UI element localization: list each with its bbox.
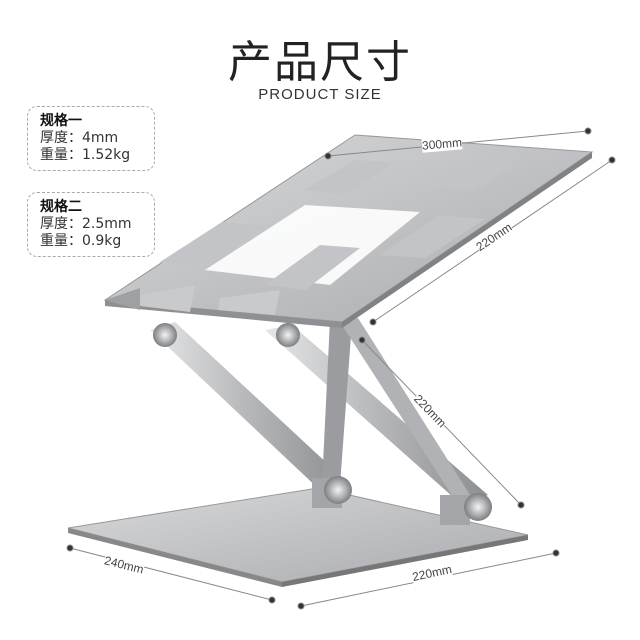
base-plate (67, 487, 529, 587)
hinge-knob-icon (324, 476, 352, 504)
hinge-knob-icon (464, 493, 492, 521)
spec-weight: 重量：1.52kg (40, 147, 131, 163)
page-subtitle: PRODUCT SIZE (258, 86, 382, 103)
spec-name: 规格二 (40, 199, 82, 215)
spec-weight: 重量：0.9kg (40, 233, 122, 249)
spec-box-1: 规格一 厚度：4mm 重量：1.52kg (27, 106, 155, 171)
spec-thickness: 厚度：2.5mm (40, 216, 132, 232)
spec-box-2: 规格二 厚度：2.5mm 重量：0.9kg (27, 192, 155, 257)
top-plate (103, 134, 594, 328)
page-title: 产品尺寸 (228, 37, 412, 88)
hinge-knob-icon (276, 323, 300, 347)
support-arms (150, 318, 492, 525)
hinge-knob-icon (153, 323, 177, 347)
spec-thickness: 厚度：4mm (40, 130, 119, 146)
spec-name: 规格一 (40, 113, 82, 129)
